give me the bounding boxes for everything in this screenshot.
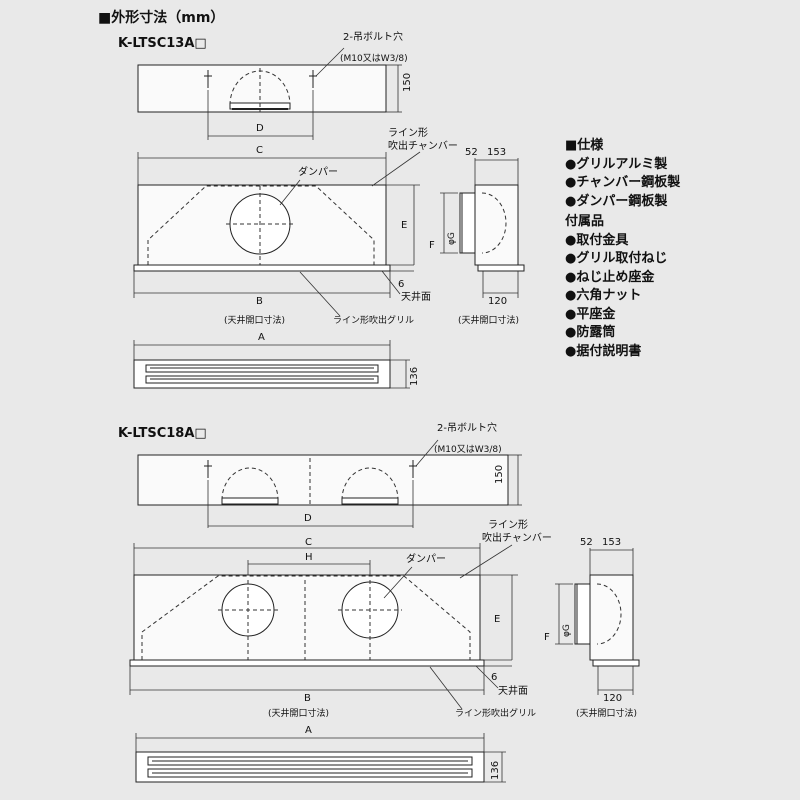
accessory-item: ●ねじ止め座金 bbox=[565, 269, 655, 285]
model-1-dim-E: E bbox=[401, 220, 407, 231]
model-2-side-view bbox=[589, 574, 634, 661]
model-1-ceiling-opening-1: (天井開口寸法) bbox=[224, 314, 285, 326]
model-2-dim-136: 136 bbox=[490, 761, 501, 780]
model-2-side-flange bbox=[592, 659, 640, 667]
model-1-dim-D: D bbox=[256, 123, 264, 134]
model-2-side-dash bbox=[596, 583, 622, 645]
model-1-bolt-holes bbox=[204, 70, 317, 88]
model-2-bolt-spec-label: (M10又はW3/8) bbox=[434, 444, 502, 455]
model-2-collar-base-1 bbox=[221, 497, 279, 505]
model-2-bolt-holes bbox=[204, 460, 417, 478]
model-2-dim-153: 153 bbox=[602, 537, 621, 548]
model-1-dim-phiG: φG bbox=[447, 232, 457, 245]
model-2-dim-B: B bbox=[304, 693, 311, 704]
accessory-item: ●据付説明書 bbox=[565, 343, 642, 359]
model-2-collar-base-2 bbox=[341, 497, 399, 505]
model-1-side-dash bbox=[481, 192, 507, 254]
model-1-ceiling-opening-2: (天井開口寸法) bbox=[458, 314, 519, 326]
model-1-line-chamber-label-2: 吹出チャンバー bbox=[388, 139, 458, 152]
model-2-dim-E: E bbox=[494, 614, 500, 625]
model-1-dim-6: 6 bbox=[398, 279, 404, 290]
model-1-dim-F: F bbox=[429, 240, 435, 251]
spec-title: ■仕様 bbox=[565, 138, 604, 153]
model-2-dim-150: 150 bbox=[494, 465, 505, 484]
spec-panel: ■仕様 ●グリルアルミ製 ●チャンバー鋼板製 ●ダンパー鋼板製 付属品 ●取付金… bbox=[565, 137, 680, 361]
model-2-line-grille-label: ライン形吹出グリル bbox=[455, 707, 536, 719]
model-2-dim-C: C bbox=[305, 537, 312, 548]
model-1-side-view bbox=[474, 184, 519, 266]
model-1-dim-52: 52 bbox=[465, 147, 478, 158]
model-1-line-grille-label: ライン形吹出グリル bbox=[333, 314, 414, 326]
model-1-bolt-spec-label: (M10又はW3/8) bbox=[340, 53, 408, 64]
model-1-dim-A: A bbox=[258, 332, 265, 343]
model-2-chamber-outline bbox=[141, 575, 471, 660]
model-2-bolt-hole-label: 2-吊ボルト穴 bbox=[437, 421, 497, 434]
model-2-line-chamber-label-1: ライン形 bbox=[488, 519, 528, 531]
accessory-item: ●取付金具 bbox=[565, 232, 629, 248]
model-1-chamber-outline bbox=[147, 185, 375, 265]
model-2-dim-H: H bbox=[305, 552, 313, 563]
model-2-drawing: K-LTSC18A□ D 150 2-吊ボルト穴 (M10又はW3/8) C H bbox=[118, 421, 640, 783]
model-1-line-chamber-label-1: ライン形 bbox=[388, 127, 428, 139]
model-1-dim-120: 120 bbox=[488, 296, 507, 307]
spec-item: ●チャンバー鋼板製 bbox=[565, 175, 681, 190]
model-1-dim-150: 150 bbox=[402, 73, 413, 92]
accessory-item: ●平座金 bbox=[565, 306, 616, 322]
model-2-damper-label: ダンパー bbox=[406, 552, 446, 565]
model-1-ceiling-flange bbox=[133, 264, 391, 272]
model-2-top-view bbox=[137, 454, 509, 506]
model-2-ceiling-flange bbox=[129, 659, 485, 667]
model-2-dim-52: 52 bbox=[580, 537, 593, 548]
model-1-dim-153: 153 bbox=[487, 147, 506, 158]
model-1-ceiling-label: 天井面 bbox=[401, 290, 431, 303]
accessory-item: ●防露筒 bbox=[565, 325, 616, 340]
model-2-front-view bbox=[133, 574, 481, 661]
model-2-dim-F: F bbox=[544, 632, 550, 643]
model-2-ceiling-opening-1: (天井開口寸法) bbox=[268, 707, 329, 719]
model-2-dim-A: A bbox=[305, 725, 312, 736]
spec-item: ●ダンパー鋼板製 bbox=[565, 193, 668, 209]
model-2-name: K-LTSC18A□ bbox=[118, 426, 207, 441]
accessory-item: ●グリル取付ねじ bbox=[565, 251, 668, 266]
accessory-item: ●六角ナット bbox=[565, 288, 642, 303]
model-2-ceiling-label: 天井面 bbox=[498, 684, 528, 697]
model-1-name: K-LTSC13A□ bbox=[118, 36, 207, 51]
model-2-dim-6: 6 bbox=[491, 672, 497, 683]
accessories-title: 付属品 bbox=[565, 214, 605, 229]
model-2-duct-collar-2 bbox=[341, 467, 399, 501]
model-1-damper-label: ダンパー bbox=[298, 165, 338, 178]
page-title: ■外形寸法（mm） bbox=[98, 9, 224, 26]
spec-item: ●グリルアルミ製 bbox=[565, 156, 668, 172]
model-1-bolt-hole-label: 2-吊ボルト穴 bbox=[343, 30, 403, 43]
model-1-dim-136: 136 bbox=[409, 367, 420, 386]
model-1-dim-B: B bbox=[256, 296, 263, 307]
model-1-grille bbox=[133, 359, 391, 389]
model-2-duct-collar-1 bbox=[221, 467, 279, 501]
model-2-side-collar bbox=[574, 583, 591, 645]
model-1-drawing: K-LTSC13A□ D 150 2-吊ボルト穴 (M10又はW3/8) C bbox=[118, 30, 525, 389]
model-1-dim-C: C bbox=[256, 145, 263, 156]
model-1-side-flange bbox=[477, 264, 525, 272]
model-2-line-chamber-label-2: 吹出チャンバー bbox=[482, 531, 552, 544]
model-2-dim-D: D bbox=[304, 513, 312, 524]
model-2-dim-120: 120 bbox=[603, 693, 622, 704]
model-2-dim-phiG: φG bbox=[562, 624, 572, 637]
model-1-side-collar bbox=[459, 192, 476, 254]
model-2-ceiling-opening-2: (天井開口寸法) bbox=[576, 707, 637, 719]
